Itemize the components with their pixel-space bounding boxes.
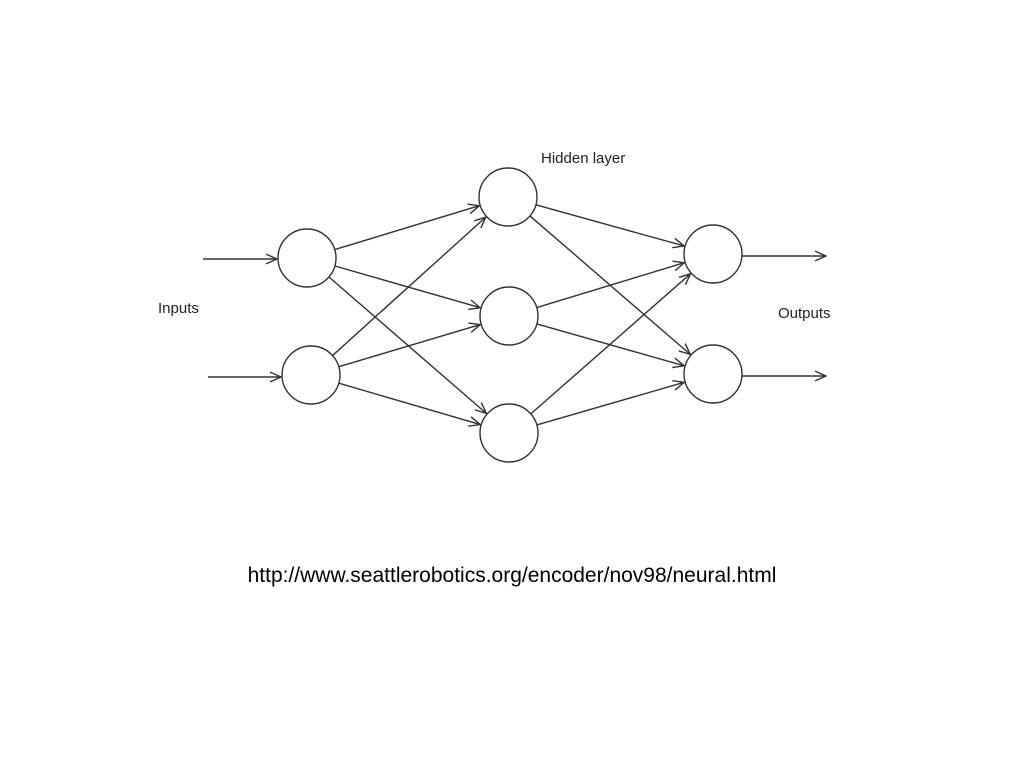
input-node-2 (281, 345, 341, 405)
output-arrow-2 (742, 370, 828, 382)
connection-input-2-hidden-2 (338, 322, 482, 368)
hidden-node-2 (479, 286, 539, 346)
source-url-caption: http://www.seattlerobotics.org/encoder/n… (247, 564, 777, 587)
connection-hidden-1-output-1 (535, 204, 686, 249)
hidden-node-3 (479, 403, 539, 463)
output-node-2 (683, 344, 743, 404)
connection-input-1-hidden-3 (328, 276, 488, 415)
output-node-1 (683, 224, 743, 284)
connection-input-1-hidden-1 (334, 203, 481, 251)
outputs-label: Outputs (778, 305, 831, 322)
connection-hidden-3-output-1 (530, 272, 692, 415)
connection-input-2-hidden-1 (332, 215, 488, 357)
hidden-node-1 (478, 167, 538, 227)
hidden-layer-label: Hidden layer (541, 150, 626, 167)
inputs-label: Inputs (158, 300, 199, 317)
input-node-1 (277, 228, 337, 288)
connection-hidden-3-output-2 (536, 379, 686, 426)
output-arrow-1 (742, 250, 828, 262)
connection-hidden-2-output-1 (536, 260, 686, 309)
input-arrow-2 (208, 371, 283, 383)
connection-hidden-2-output-2 (536, 323, 686, 369)
input-arrow-1 (203, 253, 279, 265)
connection-input-2-hidden-3 (338, 382, 482, 427)
